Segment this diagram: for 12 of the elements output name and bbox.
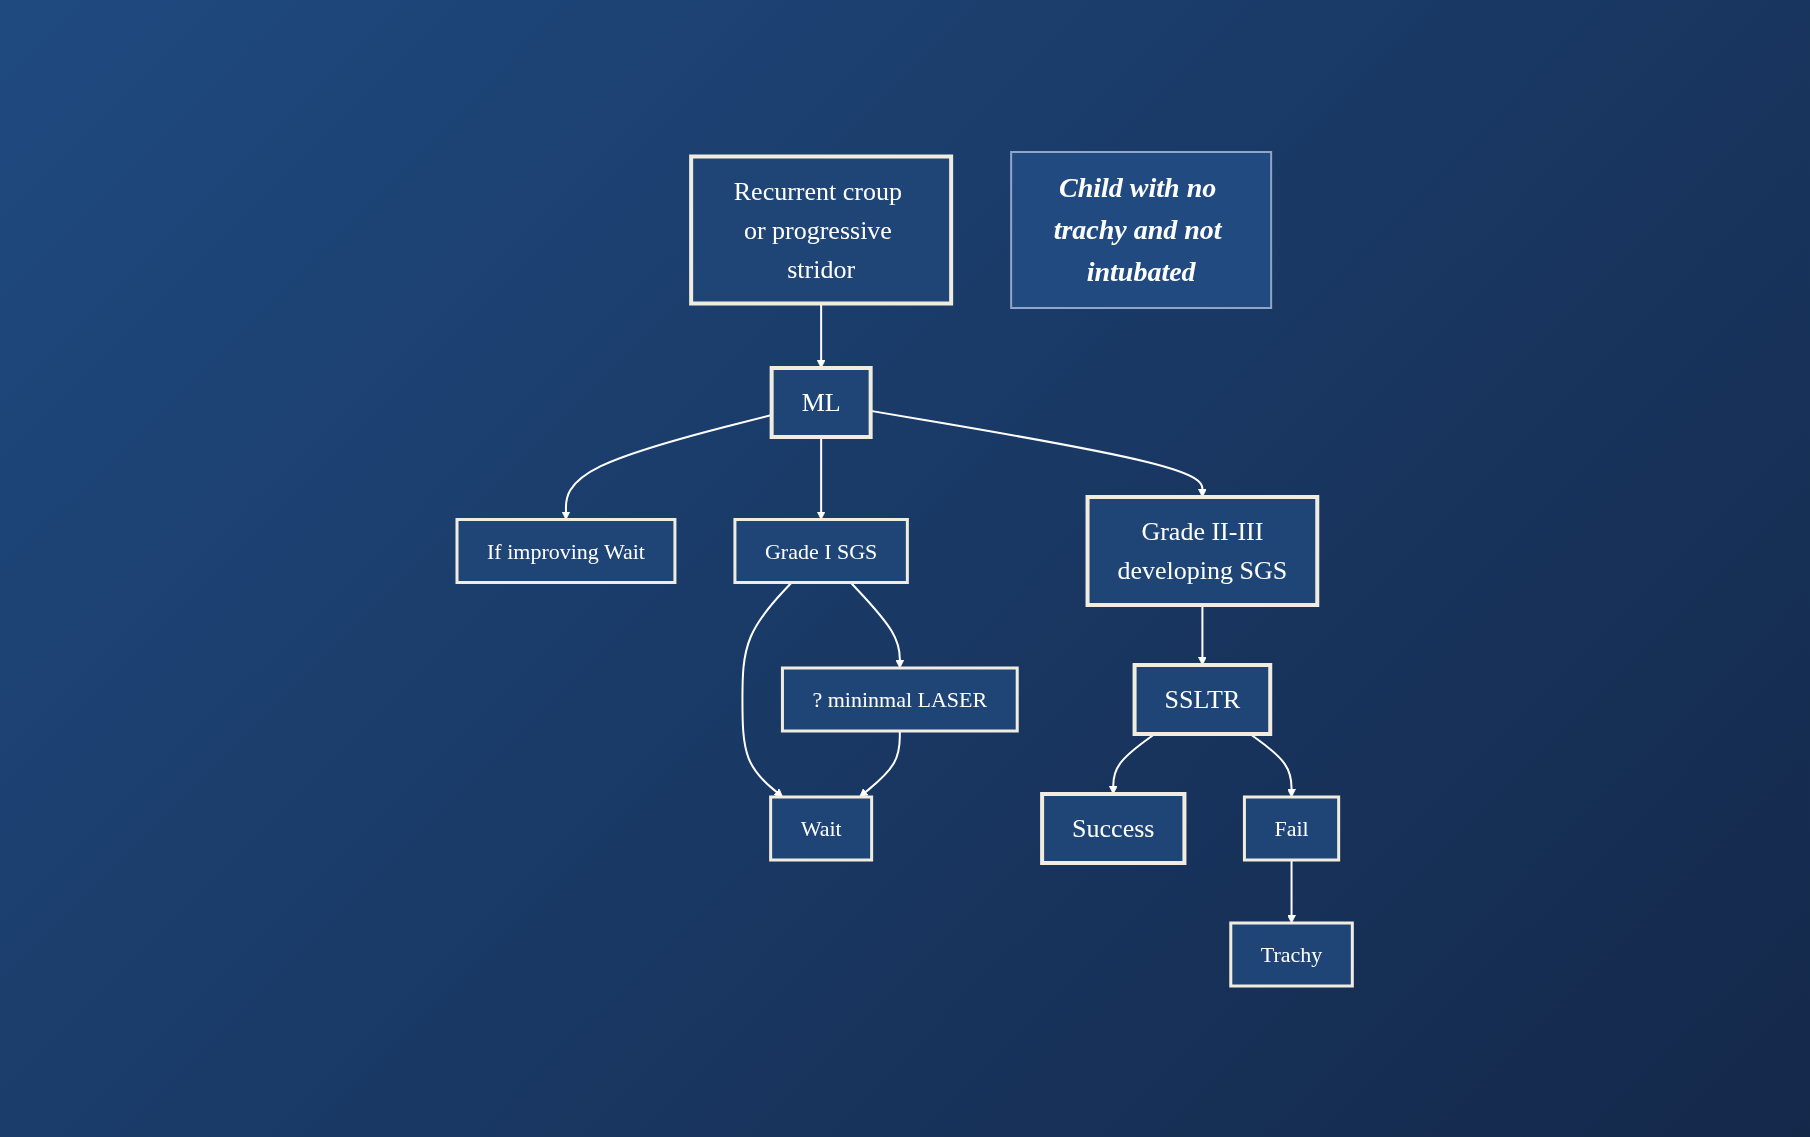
- node-box: SSLTR: [1132, 662, 1273, 736]
- node-box: Wait: [769, 795, 874, 861]
- node-box: Grade II-III developing SGS: [1085, 494, 1320, 607]
- node-box: Trachy: [1229, 921, 1355, 987]
- node-box: If improving Wait: [455, 517, 677, 584]
- node-box: Recurrent croup or progressive stridor: [689, 154, 954, 305]
- node-box: Child with no trachy and not intubated: [1010, 150, 1273, 309]
- node-box: Success: [1040, 791, 1187, 865]
- node-box: Fail: [1243, 795, 1341, 861]
- node-box: Grade I SGS: [733, 517, 910, 584]
- node-box: ? mininmal LASER: [781, 666, 1020, 732]
- node-box: ML: [770, 365, 873, 439]
